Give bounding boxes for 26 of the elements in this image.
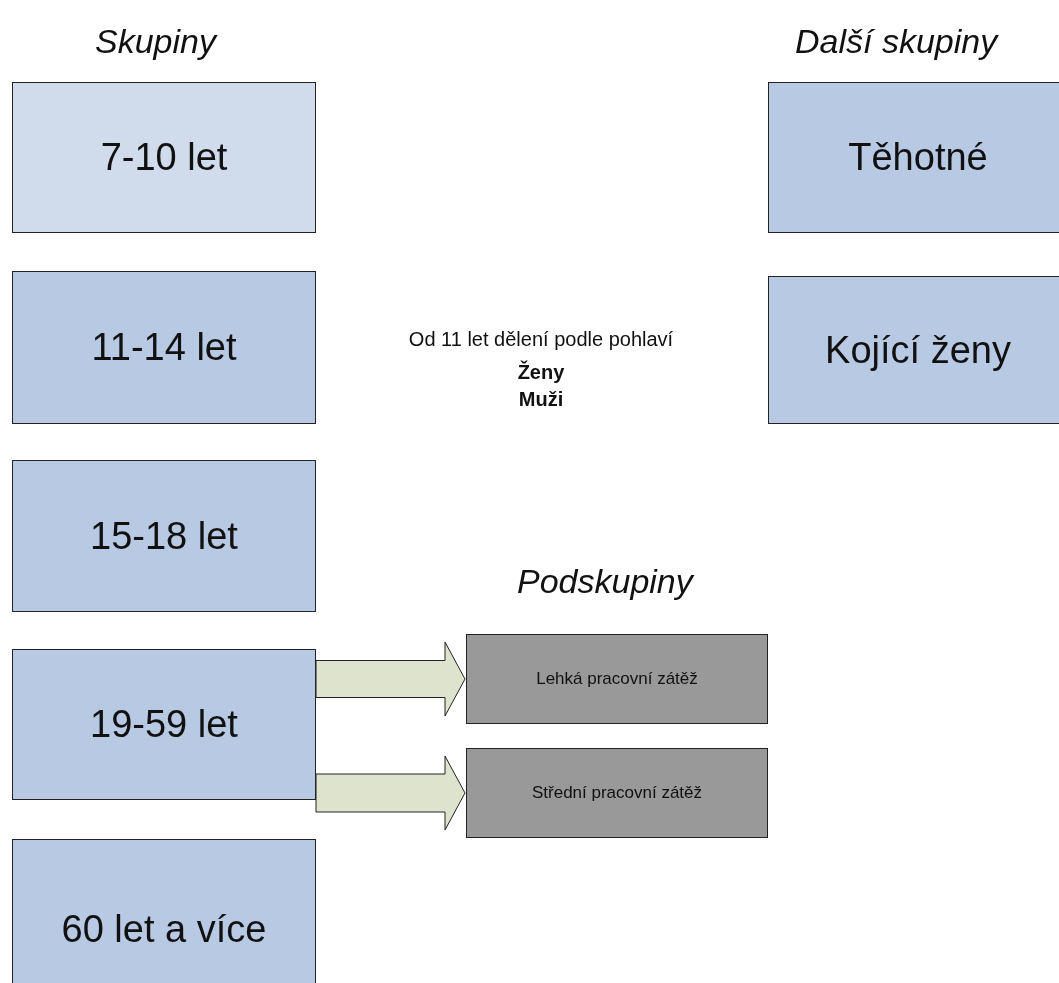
group-box [768,276,1059,424]
block-arrow [315,755,466,831]
box-label: Střední pracovní zátěž [531,783,703,803]
group-box [12,649,316,800]
section-heading: Podskupiny [517,562,693,601]
box-label: 60 let a více [61,907,267,951]
block-arrow [315,641,466,717]
note-text: Od 11 let dělení podle pohlaví [408,328,674,351]
group-box [12,271,316,424]
box-label: Těhotné [848,136,988,179]
group-box [12,460,316,612]
box-label: Lehká pracovní zátěž [536,669,698,689]
box-label: 15-18 let [90,514,238,558]
box-label: 11-14 let [91,326,237,369]
note-text: Muži [518,388,564,411]
section-heading: Skupiny [95,22,216,61]
box-label: 7-10 let [100,136,228,179]
note-text: Ženy [517,361,565,384]
box-label: 19-59 let [90,703,238,746]
box-label: Kojící ženy [825,328,1011,372]
group-box [768,82,1059,233]
group-box [12,82,316,233]
group-box [466,748,768,838]
section-heading: Další skupiny [795,22,998,61]
group-box [466,634,768,724]
group-box [12,839,316,983]
